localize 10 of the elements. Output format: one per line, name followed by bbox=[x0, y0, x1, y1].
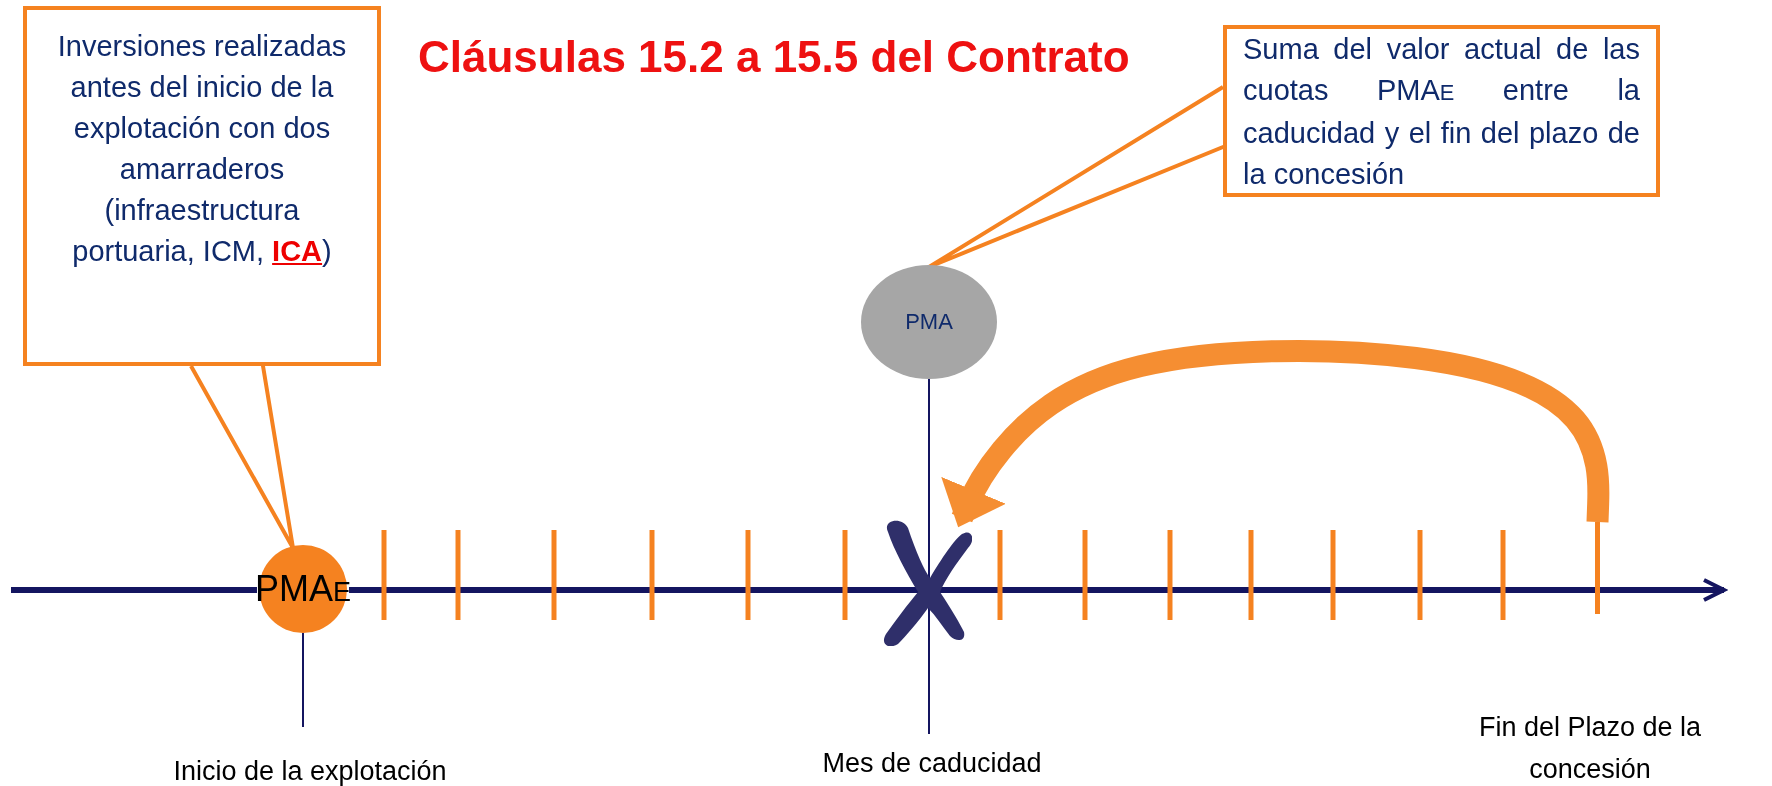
timeline-label: Inicio de la explotación bbox=[172, 755, 448, 786]
callout-text: Inversiones realizadas antes del inicio de la explotación con dos amarraderos (infraestructura portuaria, ICM, ICA) bbox=[56, 29, 348, 269]
timeline-label: Fin del Plazo de la concesión bbox=[1477, 711, 1703, 786]
curved-arrow bbox=[941, 339, 1610, 528]
tick-mark bbox=[1595, 522, 1600, 614]
callout-box bbox=[1223, 25, 1660, 197]
node-label: PMA bbox=[905, 309, 953, 335]
timeline-label: Mes de caducidad bbox=[821, 747, 1043, 780]
callout-box bbox=[23, 6, 381, 366]
title: Cláusulas 15.2 a 15.5 del Contrato bbox=[418, 32, 1130, 82]
